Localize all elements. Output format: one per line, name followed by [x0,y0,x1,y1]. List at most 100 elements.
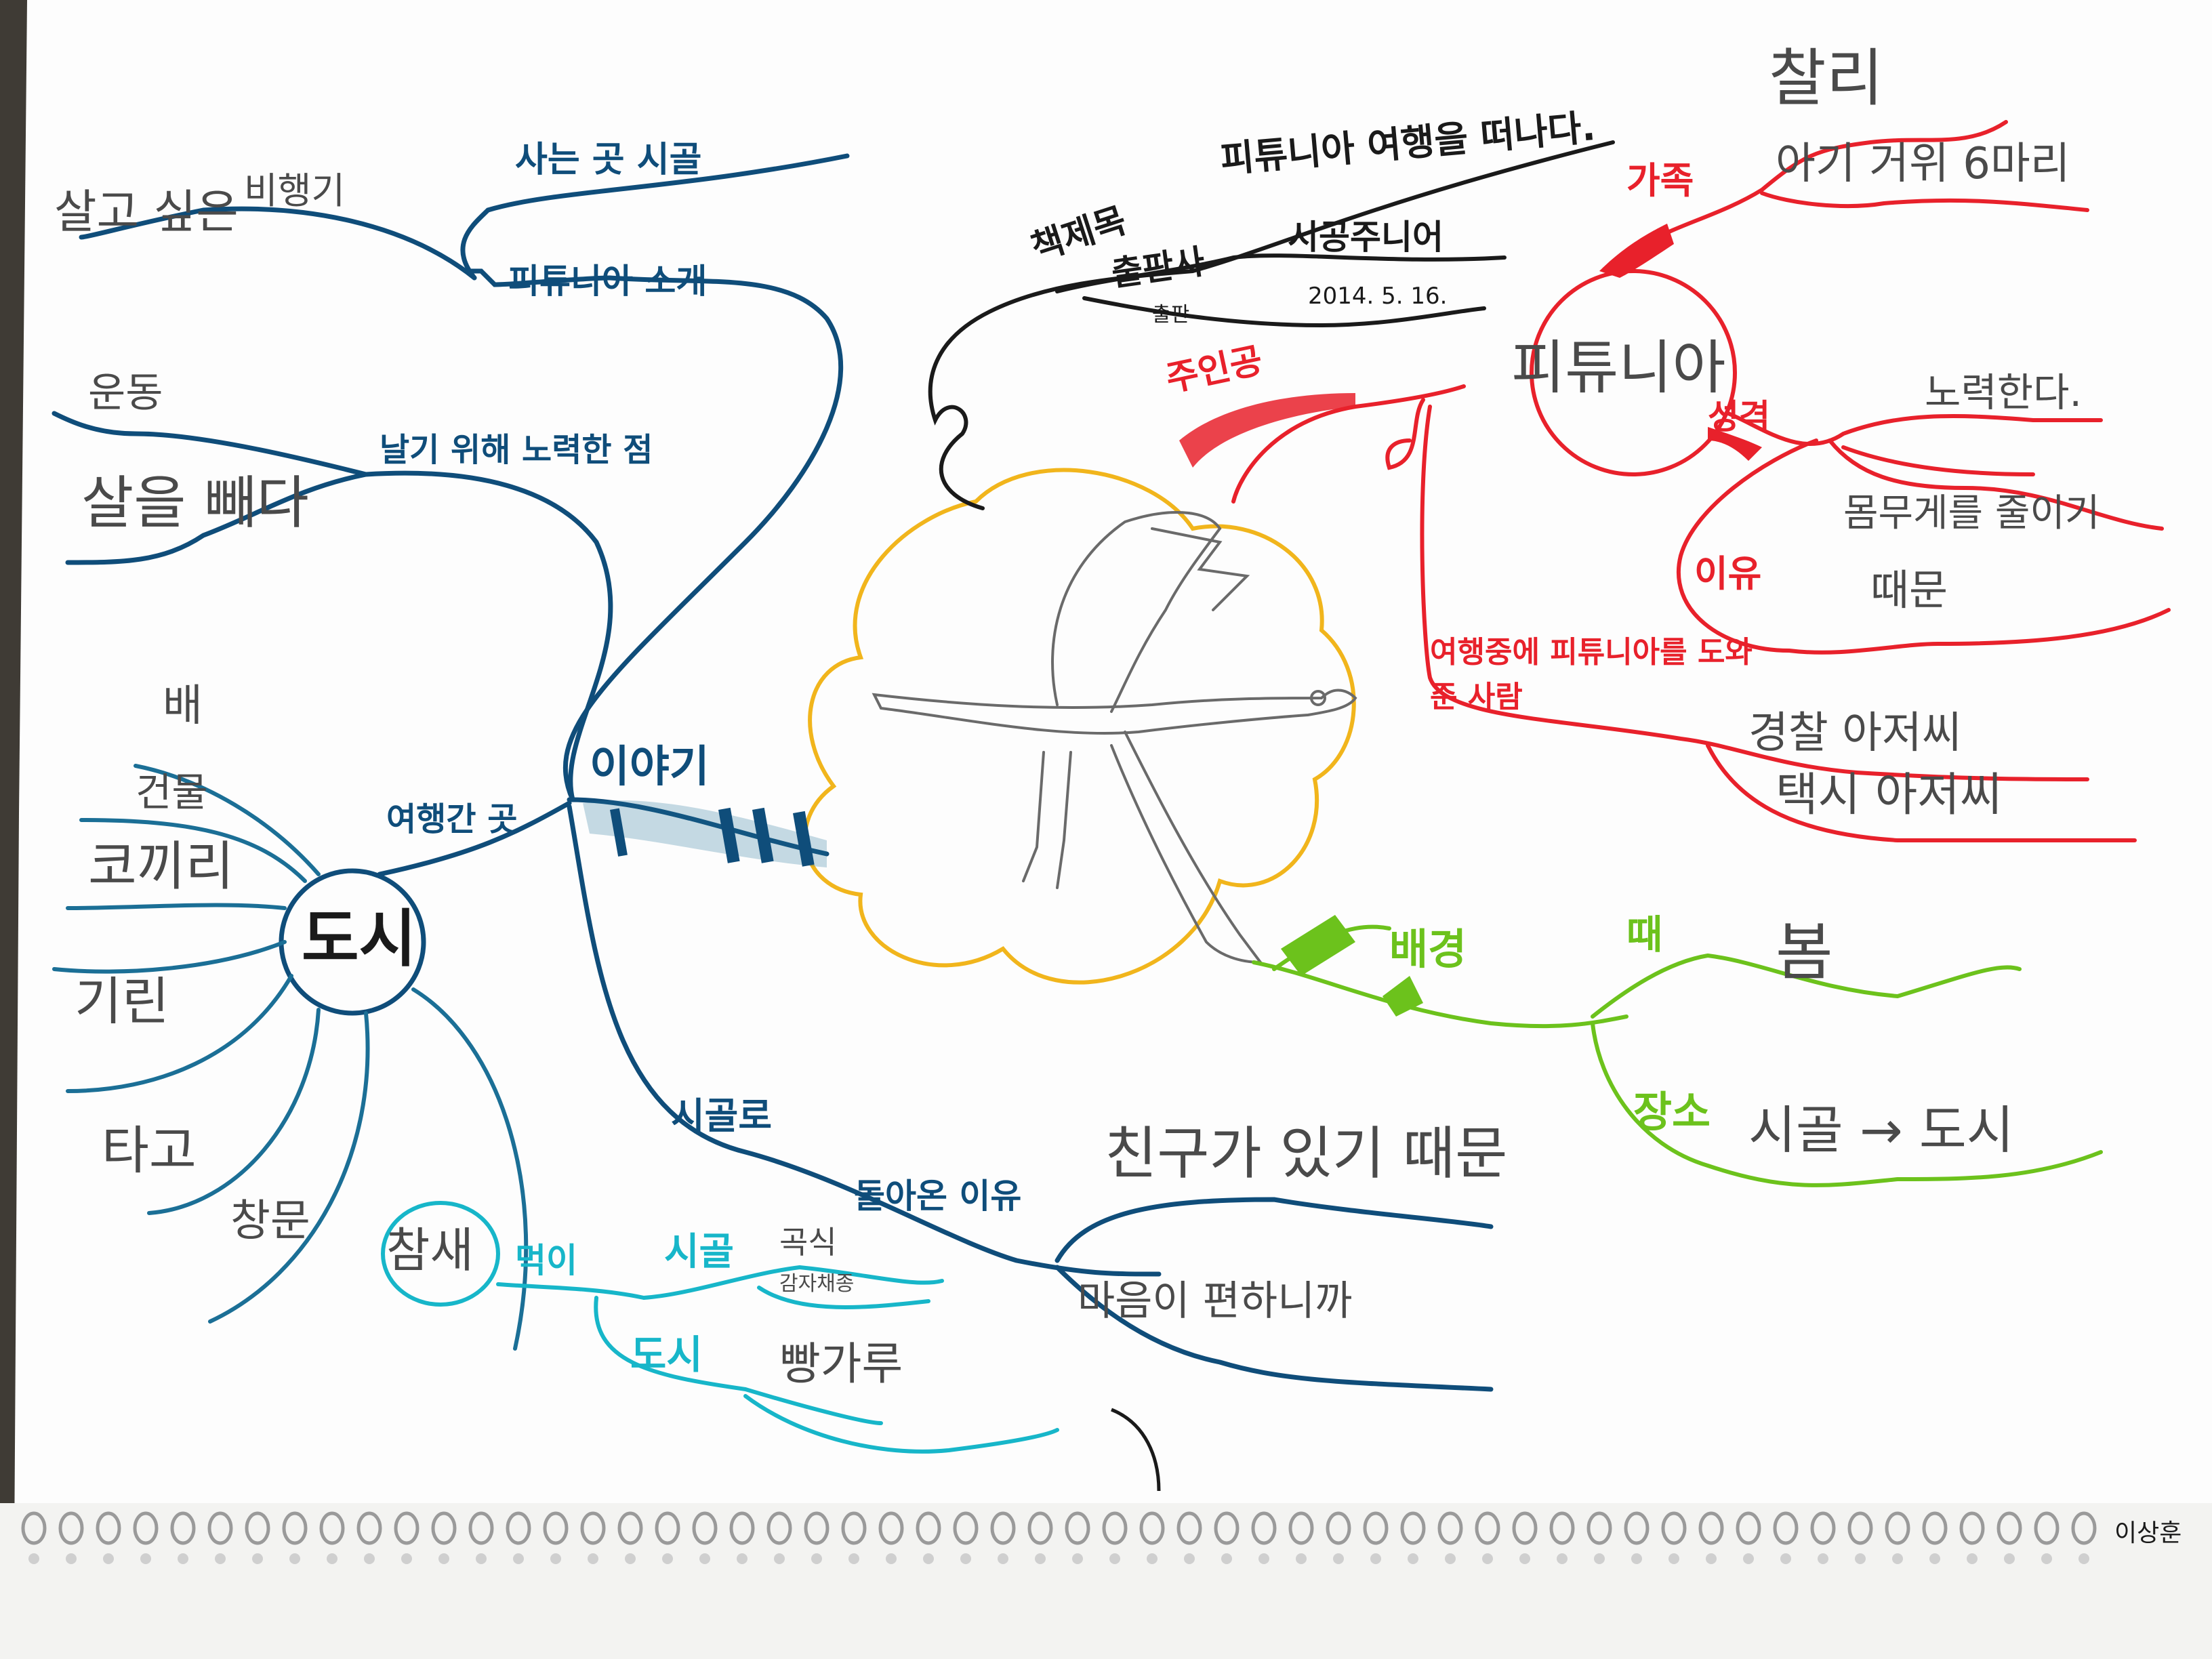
binding-hole [2041,1553,2052,1564]
binding-hole [1258,1553,1269,1564]
wish-label: 사는 곳 시골 [515,140,702,180]
binding-hole [252,1553,263,1564]
binding-hole [1892,1553,1903,1564]
binding-hole [401,1553,412,1564]
spiral-ring [580,1511,606,1545]
family-label: 가족 [1626,159,1694,202]
binding-hole [998,1553,1008,1564]
spiral-ring [1065,1511,1090,1545]
spiral-ring [543,1511,569,1545]
spiral-ring [58,1511,84,1545]
spiral-ring [804,1511,830,1545]
signature: 이상훈 [2114,1519,2182,1547]
setting-branch-lines [1252,924,2103,1187]
spiral-ring [1176,1511,1202,1545]
spiral-ring [1810,1511,1836,1545]
binding-hole [1594,1553,1605,1564]
family-leaf-2: 아기 거위 6마리 [1776,139,2070,189]
setting-trunk-stripes [1281,915,1423,1017]
binding-hole [886,1553,897,1564]
spiral-ring [1139,1511,1165,1545]
spiral-binding [21,1511,2097,1564]
binding-hole [662,1553,673,1564]
family-leaf-1: 찰리 [1769,42,1884,115]
binding-hole [737,1553,747,1564]
binding-hole [811,1553,822,1564]
spiral-ring [1736,1511,1761,1545]
travel-label: 여행간 곳 [386,800,518,838]
binding-hole [289,1553,300,1564]
binding-hole [1519,1553,1530,1564]
binding-hole [1855,1553,1866,1564]
binding-hole [1109,1553,1120,1564]
spiral-ring [96,1511,121,1545]
binding-hole [1333,1553,1344,1564]
binding-hole [848,1553,859,1564]
spiral-ring [21,1511,47,1545]
story-trunk-stripes [583,800,827,867]
spiral-ring [1475,1511,1500,1545]
reason-leaf-1: 몸무게를 줄이기 [1843,491,2100,535]
personality-label: 성격 [1708,397,1770,436]
binding-hole [1035,1553,1046,1564]
spiral-ring [319,1511,345,1545]
helpers-label: 여행중에 피튜니아를 도와준 사람 [1430,635,1753,714]
binding-hole [1296,1553,1307,1564]
spiral-ring [1996,1511,2022,1545]
helpers-leaf-1: 경찰 아저씨 [1748,708,1962,758]
binding-hole [1967,1553,1978,1564]
spiral-ring [953,1511,979,1545]
setting-label: 배경 [1389,924,1467,974]
spiral-ring [245,1511,270,1545]
spiral-ring [878,1511,904,1545]
binding-hole [1370,1553,1381,1564]
food-branch-lines [381,1201,1059,1454]
protagonist-branch-lines [1231,120,2171,843]
spiral-ring [617,1511,643,1545]
setting-time-label: 때 [1626,912,1663,958]
helpers-leaf-2: 택시 아저씨 [1776,769,2003,822]
city-leaf-ride: 타고 [102,1120,197,1181]
personality-leaf: 노력한다. [1925,369,2082,415]
spiral-ring [1959,1511,1985,1545]
binding-hole [1929,1553,1940,1564]
spiral-ring [1251,1511,1277,1545]
city-leaf-building: 건물 [136,769,208,815]
binding-hole [1221,1553,1232,1564]
spiral-ring [655,1511,680,1545]
binding-hole [28,1553,39,1564]
publisher: 시공주니어 [1288,218,1443,257]
story-label: 이야기 [590,742,710,792]
effort-leaf-2: 살을 빼다 [81,470,309,536]
setting-place-label: 장소 [1633,1087,1711,1136]
spiral-ring [990,1511,1016,1545]
setting-place: 시골 → 도시 [1748,1100,2014,1160]
spiral-ring [282,1511,308,1545]
food-city-1: 빵가루 [779,1338,903,1390]
return-reason-2: 마음이 편하니까 [1078,1277,1353,1325]
reason-leaf-2: 때문 [1870,565,1948,615]
intro-leaf-1: 살고 싶은 [54,186,239,239]
binding-hole [588,1553,598,1564]
return-reason-label: 돌아온 이유 [854,1176,1022,1216]
city-leaf-window: 창문 [230,1196,310,1246]
spiral-ring [1326,1511,1351,1545]
spiral-ring [692,1511,718,1545]
spiral-ring [1661,1511,1687,1545]
spiral-ring [1512,1511,1538,1545]
spiral-ring [1624,1511,1650,1545]
food-hub-label: 참새 [386,1223,474,1278]
spiral-ring [1847,1511,1873,1545]
spiral-ring [1549,1511,1575,1545]
center-cloud [802,468,1356,985]
spiral-ring [1698,1511,1724,1545]
binding-hole [625,1553,636,1564]
binding-hole [1668,1553,1679,1564]
food-label: 먹이 [515,1241,577,1280]
binding-hole [1631,1553,1642,1564]
food-country-1: 곡식 [779,1224,837,1261]
binding-hole [1147,1553,1158,1564]
intro-label: 피튜니아 소개 [508,262,708,301]
binding-hole [215,1553,226,1564]
